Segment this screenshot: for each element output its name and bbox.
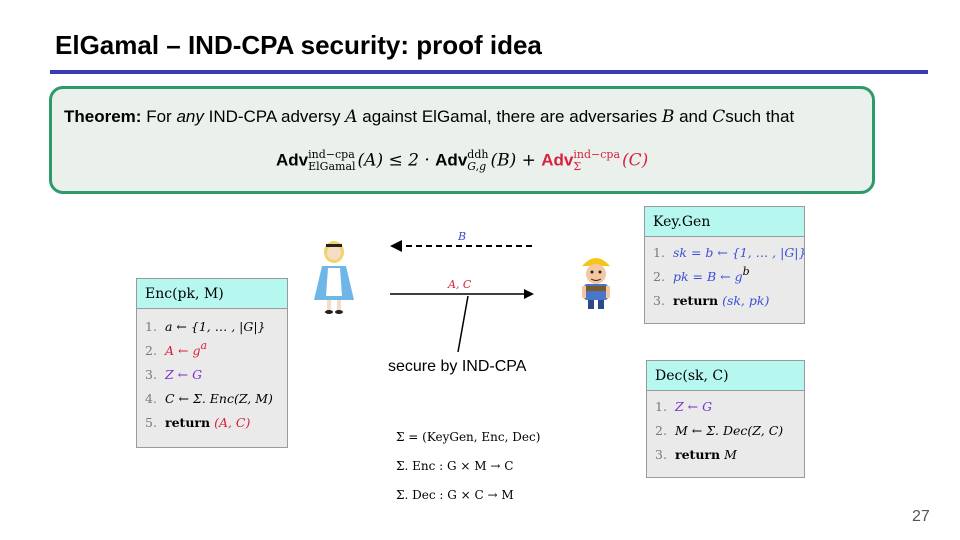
return-keyword: return xyxy=(165,415,211,430)
exponent: a xyxy=(200,339,208,352)
line-number: 1. xyxy=(653,245,665,260)
enc-line-1: 1. a ← {1, … , |G|} xyxy=(145,319,266,334)
line-number: 2. xyxy=(145,343,157,358)
keygen-step: sk = b ← {1, … , |G|} xyxy=(673,245,807,260)
dec-line-3: 3. return M xyxy=(655,447,737,462)
secure-label: secure by IND-CPA xyxy=(388,358,527,375)
var-B: B xyxy=(661,107,675,127)
keygen-step: (sk, pk) xyxy=(722,293,770,308)
theorem-statement: Theorem: For any IND-CPA adversy A again… xyxy=(64,107,794,127)
line-number: 2. xyxy=(655,423,667,438)
line-number: 1. xyxy=(145,319,157,334)
line-number: 3. xyxy=(145,367,157,382)
enc-step: (A, C) xyxy=(214,415,251,430)
sub-elgamal: ElGamal xyxy=(308,160,356,173)
sup-indcpa: ind−cpa xyxy=(573,148,621,161)
arrow-right-head xyxy=(524,289,534,299)
sigma-enc-signature: Σ. Enc : G × M → C xyxy=(396,459,514,473)
dec-line-2: 2. M ← Σ. Dec(Z, C) xyxy=(655,423,783,438)
sub-Gg: G,g xyxy=(467,160,487,173)
sigma-definition: Σ = (KeyGen, Enc, Dec) xyxy=(396,430,541,444)
dec-header: Dec(sk, C) xyxy=(647,361,804,391)
formula-part: (C) xyxy=(622,150,649,171)
enc-line-4: 4. C ← Σ. Enc(Z, M) xyxy=(145,391,273,406)
formula-part: (A) ≤ 2 · xyxy=(357,150,430,171)
enc-line-3: 3. Z ← G xyxy=(145,367,202,382)
keygen-box: Key.Gen 1. sk = b ← {1, … , |G|} 2. pk = B… xyxy=(644,206,806,324)
line-number: 2. xyxy=(653,269,665,284)
keygen-line-1: 1. sk = b ← {1, … , |G|} xyxy=(653,245,806,260)
alice-icon xyxy=(314,241,354,314)
theorem-label: Theorem: xyxy=(64,107,142,126)
enc-line-5: 5. return (A, C) xyxy=(145,415,250,430)
line-number: 1. xyxy=(655,399,667,414)
arrow-label-B: B xyxy=(458,230,467,243)
pointer-line xyxy=(457,295,469,353)
var-A: A xyxy=(345,107,358,127)
adv-label: Adv xyxy=(541,150,574,170)
dec-step: M ← Σ. Dec(Z, C) xyxy=(675,423,784,438)
theorem-text: against ElGamal, there are adversaries xyxy=(362,107,658,126)
line-number: 5. xyxy=(145,415,157,430)
line-number: 4. xyxy=(145,391,157,406)
line-number: 3. xyxy=(655,447,667,462)
return-keyword: return xyxy=(673,293,719,308)
formula-part: (B) + xyxy=(490,150,536,171)
exponent: b xyxy=(742,265,750,278)
enc-header: Enc(pk, M) xyxy=(137,279,287,309)
sup-indcpa: ind−cpa xyxy=(308,148,355,161)
bob-builder-icon xyxy=(582,258,610,309)
keygen-line-3: 3. return (sk, pk) xyxy=(653,293,769,308)
enc-step: A ← g xyxy=(165,343,201,358)
title-divider xyxy=(50,70,928,74)
theorem-text: For xyxy=(146,107,172,126)
theorem-box: Theorem: For any IND-CPA adversy A again… xyxy=(49,86,875,194)
arrow-label-AC: A, C xyxy=(448,278,472,291)
theorem-text: such that xyxy=(725,107,795,126)
page-number: 27 xyxy=(912,508,930,525)
enc-line-2: 2. A ← ga xyxy=(145,339,207,358)
enc-box: Enc(pk, M) 1. a ← {1, … , |G|} 2. A ← ga 3… xyxy=(136,278,288,448)
enc-step: Z ← G xyxy=(165,367,203,382)
theorem-emphasis: any xyxy=(176,107,204,126)
dec-box: Dec(sk, C) 1. Z ← G 2. M ← Σ. Dec(Z, C) 3.… xyxy=(646,360,805,478)
return-keyword: return xyxy=(675,447,721,462)
enc-step: a ← {1, … , |G|} xyxy=(165,319,266,334)
slide-title: ElGamal – IND-CPA security: proof idea xyxy=(55,30,542,60)
sub-sigma: Σ xyxy=(573,160,582,173)
sup-ddh: ddh xyxy=(467,148,489,161)
adv-label: Adv xyxy=(276,150,309,170)
dec-step: M xyxy=(724,447,737,462)
keygen-step: pk = B ← g xyxy=(673,269,743,284)
theorem-text: IND-CPA adversy xyxy=(208,107,341,126)
enc-step: C ← Σ. Enc(Z, M) xyxy=(165,391,273,406)
keygen-header: Key.Gen xyxy=(645,207,804,237)
sigma-dec-signature: Σ. Dec : G × C → M xyxy=(396,488,514,502)
dec-line-1: 1. Z ← G xyxy=(655,399,712,414)
theorem-text: and xyxy=(679,107,708,126)
line-number: 3. xyxy=(653,293,665,308)
message-arrows xyxy=(390,240,534,299)
dec-step: Z ← G xyxy=(675,399,713,414)
adv-label: Adv xyxy=(435,150,468,170)
var-C: C xyxy=(712,107,726,127)
arrow-left-head xyxy=(390,240,402,252)
keygen-line-2: 2. pk = B ← gb xyxy=(653,265,750,284)
